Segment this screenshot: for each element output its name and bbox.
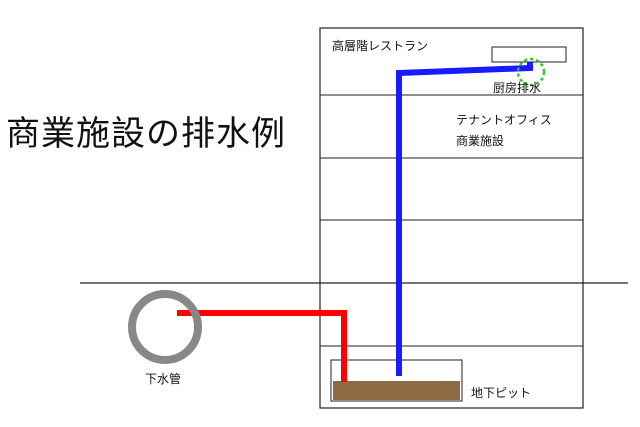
kitchen-fixture: [491, 46, 567, 63]
diagram-title: 商業施設の排水例: [6, 114, 286, 154]
label-restaurant: 高層階レストラン: [332, 39, 429, 53]
label-office: テナントオフィス: [456, 113, 552, 127]
pit-sludge: [333, 381, 460, 400]
label-pit: 地下ピット: [471, 386, 532, 400]
drain-pipe: [396, 62, 533, 376]
sewer-connection-pipe: [177, 310, 347, 382]
label-sewer: 下水管: [145, 372, 182, 386]
label-commercial: 商業施設: [456, 134, 505, 148]
label-kitchen-drain: 厨房排水: [493, 81, 542, 95]
drain-highlight-marker: [516, 57, 546, 87]
building-outline: [319, 27, 584, 409]
sewer-pipe-ring: [128, 290, 202, 364]
